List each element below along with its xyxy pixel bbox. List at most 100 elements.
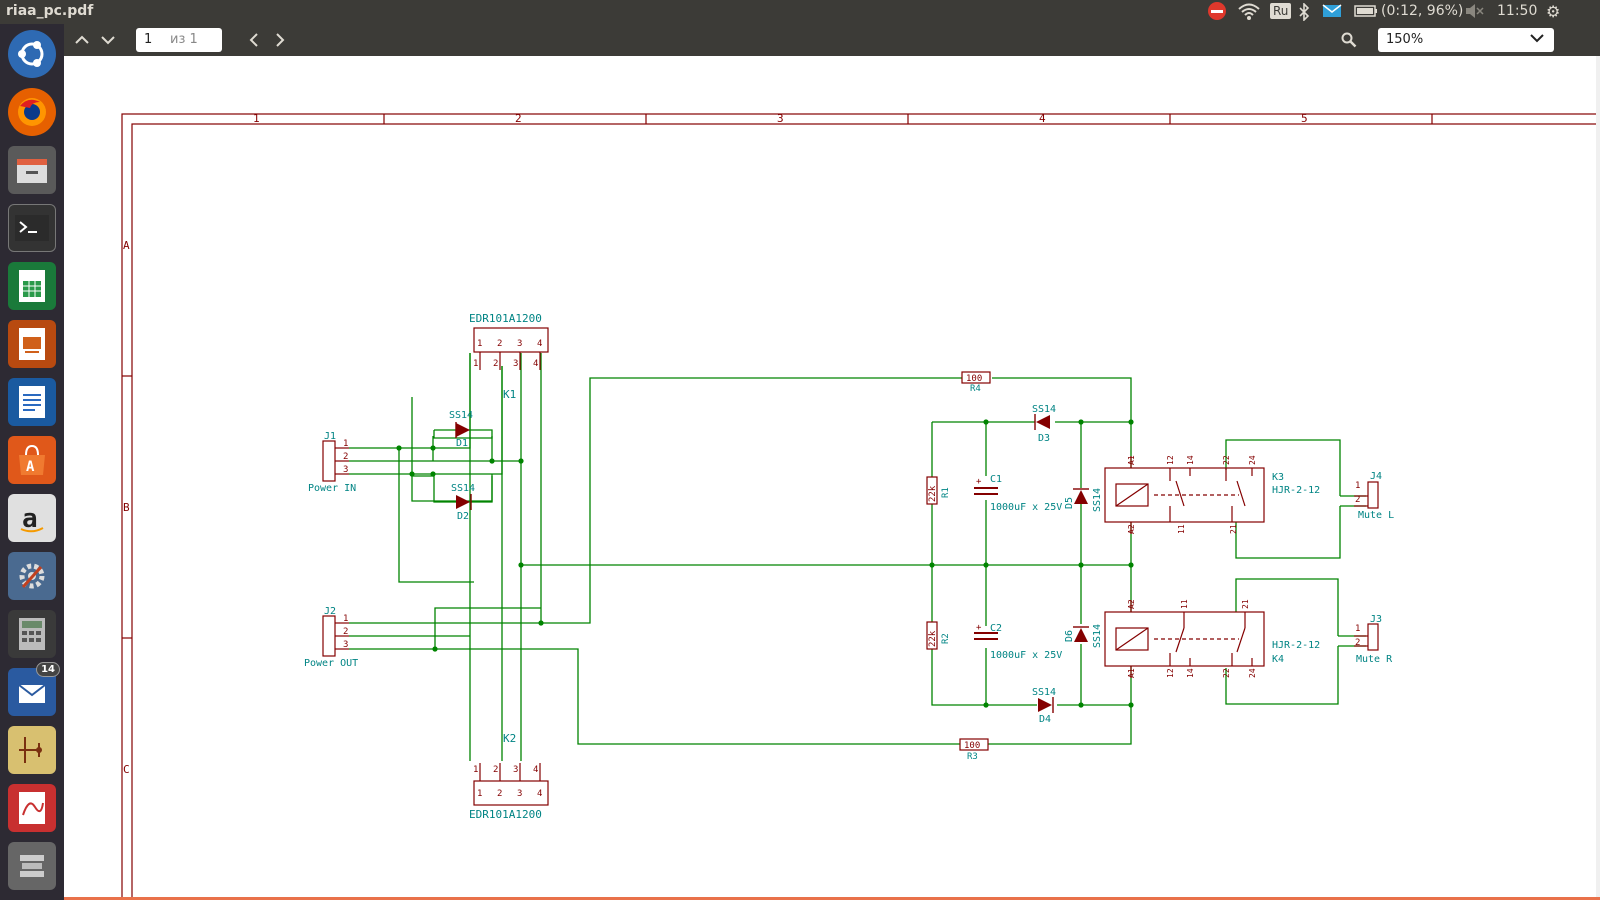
zoom-select[interactable]: 150% bbox=[1378, 28, 1554, 52]
svg-text:+: + bbox=[976, 623, 982, 633]
svg-text:2: 2 bbox=[343, 452, 348, 462]
unread-badge: 14 bbox=[36, 662, 60, 677]
trash-icon[interactable] bbox=[8, 842, 56, 890]
svg-text:1: 1 bbox=[343, 614, 348, 624]
j1-reference: J1 bbox=[324, 431, 336, 442]
svg-text:22: 22 bbox=[1222, 668, 1231, 678]
svg-text:11: 11 bbox=[1177, 524, 1186, 534]
d2-diode-symbol bbox=[456, 494, 472, 510]
svg-text:1: 1 bbox=[1355, 481, 1360, 491]
svg-text:a: a bbox=[22, 504, 38, 534]
k2-part-name: EDR101A1200 bbox=[469, 808, 542, 821]
svg-text:A1: A1 bbox=[1127, 668, 1136, 678]
svg-text:4: 4 bbox=[533, 765, 538, 775]
d2-reference: D2 bbox=[457, 511, 469, 522]
row-label: B bbox=[123, 501, 130, 514]
thunderbird-icon[interactable]: 14 bbox=[8, 662, 60, 716]
bluetooth-icon[interactable] bbox=[1298, 2, 1310, 25]
svg-text:A2: A2 bbox=[1127, 524, 1136, 534]
battery-status[interactable]: (0:12, 96%) bbox=[1381, 3, 1464, 19]
svg-text:3: 3 bbox=[517, 339, 522, 349]
d6-value: SS14 bbox=[1092, 624, 1103, 648]
next-page-button[interactable] bbox=[96, 28, 120, 52]
d1-diode-symbol bbox=[455, 422, 470, 438]
clock[interactable]: 11:50 bbox=[1497, 3, 1538, 19]
r1-value: 22k bbox=[928, 485, 938, 502]
battery-icon[interactable] bbox=[1354, 3, 1378, 23]
d2-value: SS14 bbox=[451, 483, 475, 494]
c1-capacitor-symbol bbox=[974, 487, 998, 495]
c1-value: 1000uF x 25V bbox=[990, 502, 1062, 513]
previous-page-button[interactable] bbox=[70, 28, 94, 52]
terminal-icon[interactable] bbox=[8, 204, 56, 252]
k3-relay-symbol bbox=[1104, 456, 1265, 534]
ubuntu-dash-icon[interactable] bbox=[8, 30, 56, 78]
amazon-icon[interactable]: a bbox=[8, 494, 56, 542]
frame-labels: 1 2 3 4 5 A B C bbox=[123, 112, 1308, 776]
text-document-icon[interactable] bbox=[8, 378, 56, 426]
horizontal-scrollbar[interactable] bbox=[64, 897, 1600, 900]
d5-value: SS14 bbox=[1092, 488, 1103, 512]
svg-text:2: 2 bbox=[493, 359, 498, 369]
column-label: 3 bbox=[777, 112, 784, 125]
r2-reference: R2 bbox=[941, 633, 951, 644]
history-forward-button[interactable] bbox=[268, 28, 292, 52]
d6-reference: D6 bbox=[1064, 630, 1075, 642]
svg-text:+: + bbox=[976, 477, 982, 487]
r3-resistor-symbol bbox=[959, 738, 989, 751]
page-count-label: из 1 bbox=[170, 32, 198, 47]
svg-text:2: 2 bbox=[497, 339, 502, 349]
svg-text:1: 1 bbox=[477, 789, 482, 799]
k4-reference: K4 bbox=[1272, 654, 1284, 665]
search-icon[interactable] bbox=[1336, 28, 1362, 52]
k2-pins: 1 2 3 4 1 2 3 4 bbox=[473, 765, 542, 799]
svg-text:4: 4 bbox=[537, 789, 542, 799]
zoom-value: 150% bbox=[1386, 32, 1424, 47]
column-label: 2 bbox=[515, 112, 522, 125]
wifi-icon[interactable] bbox=[1238, 3, 1260, 25]
d3-reference: D3 bbox=[1038, 433, 1050, 444]
column-label: 1 bbox=[253, 112, 260, 125]
svg-text:A2: A2 bbox=[1127, 599, 1136, 609]
mail-icon[interactable] bbox=[1322, 3, 1342, 23]
d5-diode-symbol bbox=[1073, 488, 1089, 504]
files-icon[interactable] bbox=[8, 146, 56, 194]
d3-value: SS14 bbox=[1032, 404, 1056, 415]
keyboard-layout-indicator[interactable]: Ru bbox=[1270, 3, 1292, 19]
j4-connector-symbol bbox=[1354, 481, 1379, 509]
svg-text:1: 1 bbox=[473, 359, 478, 369]
document-viewer-icon[interactable] bbox=[8, 784, 56, 832]
c2-capacitor-symbol bbox=[974, 632, 998, 640]
software-center-icon[interactable]: A bbox=[8, 436, 56, 484]
firefox-icon[interactable] bbox=[8, 88, 56, 136]
junctions bbox=[396, 419, 1134, 708]
vertical-scrollbar[interactable] bbox=[1596, 56, 1600, 900]
svg-text:1: 1 bbox=[477, 339, 482, 349]
d3-diode-symbol bbox=[1034, 414, 1050, 430]
settings-gear-icon[interactable]: ⚙ bbox=[1546, 2, 1561, 21]
svg-text:2: 2 bbox=[493, 765, 498, 775]
drawing-frame bbox=[121, 113, 1600, 900]
history-back-button[interactable] bbox=[242, 28, 266, 52]
system-settings-icon[interactable] bbox=[8, 552, 56, 600]
r4-value: 100 bbox=[966, 374, 982, 384]
top-panel: riaa_pc.pdf Ru (0:12, 96%) 11:50 ⚙ bbox=[0, 0, 1600, 24]
j4-reference: J4 bbox=[1370, 471, 1382, 482]
calculator-icon[interactable] bbox=[8, 610, 56, 658]
volume-muted-icon[interactable] bbox=[1464, 3, 1484, 23]
row-label: A bbox=[123, 239, 130, 252]
do-not-disturb-icon[interactable] bbox=[1208, 2, 1226, 20]
presentation-icon[interactable] bbox=[8, 320, 56, 368]
d1-value: SS14 bbox=[449, 410, 473, 421]
kicad-icon[interactable] bbox=[8, 726, 56, 774]
r3-value: 100 bbox=[964, 741, 980, 751]
document-page[interactable]: 1 2 3 4 5 A B C bbox=[64, 56, 1600, 900]
column-label: 5 bbox=[1301, 112, 1308, 125]
spreadsheet-icon[interactable] bbox=[8, 262, 56, 310]
r4-reference: R4 bbox=[970, 384, 981, 394]
j1-connector-symbol bbox=[322, 440, 349, 482]
j3-value: Mute R bbox=[1356, 654, 1393, 665]
c2-value: 1000uF x 25V bbox=[990, 650, 1062, 661]
svg-text:14: 14 bbox=[1186, 455, 1195, 465]
page-number-field[interactable]: 1 из 1 bbox=[136, 28, 222, 52]
